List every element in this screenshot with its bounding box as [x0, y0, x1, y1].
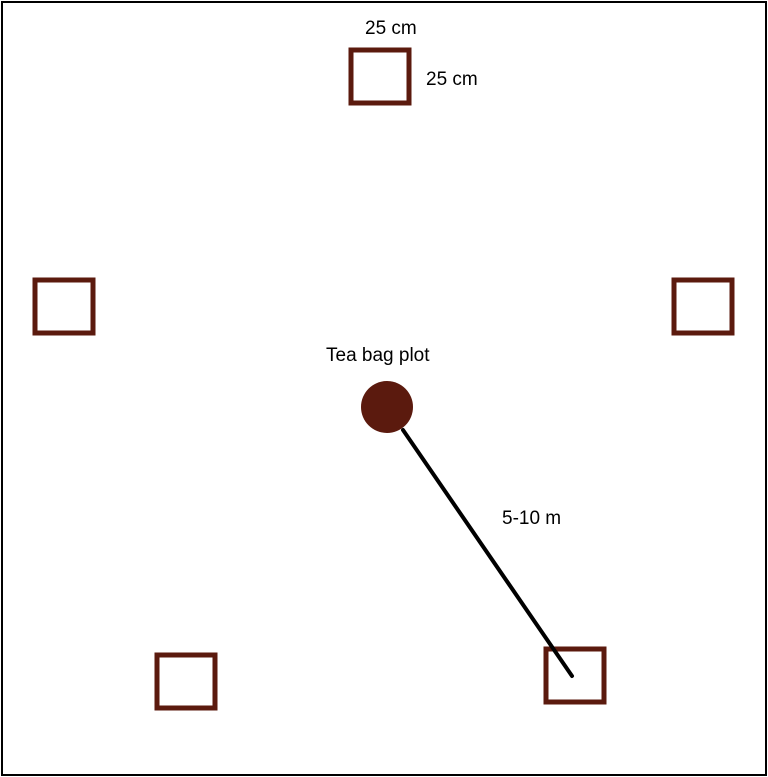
quadrat-left	[32, 277, 96, 336]
quadrat-bottom-left	[154, 652, 218, 711]
quadrat-width-label: 25 cm	[365, 18, 417, 39]
distance-line	[401, 428, 574, 678]
distance-label: 5-10 m	[502, 508, 561, 529]
quadrat-height-label: 25 cm	[426, 69, 478, 90]
tea-bag-plot-label: Tea bag plot	[326, 345, 430, 366]
quadrat-right	[671, 277, 735, 336]
quadrat-top	[348, 47, 412, 106]
tea-bag-plot-marker	[361, 381, 413, 433]
quadrat-bottom-right	[543, 646, 607, 705]
